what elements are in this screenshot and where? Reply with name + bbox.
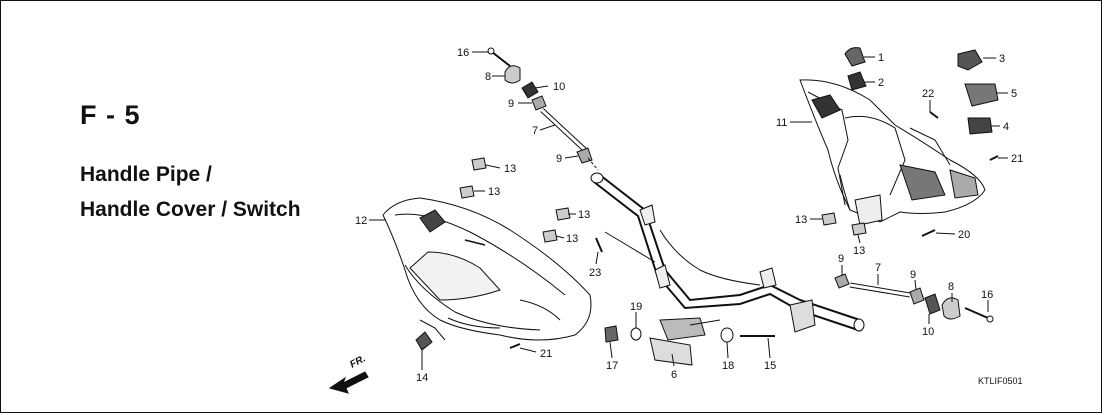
callout-20: 20 (958, 229, 970, 241)
callout-13-d: 13 (566, 233, 578, 245)
callout-18: 18 (722, 360, 734, 372)
callout-16-right: 16 (981, 289, 993, 301)
callout-17: 17 (606, 360, 618, 372)
callout-2: 2 (878, 77, 884, 89)
callout-13-a: 13 (504, 163, 516, 175)
right-side-parts (834, 273, 994, 323)
callout-21-lower: 21 (540, 348, 552, 360)
clips-and-fasteners (415, 111, 999, 351)
callout-6: 6 (671, 369, 677, 381)
leader-lines (369, 51, 1008, 370)
callout-13-f: 13 (853, 245, 865, 257)
front-direction-label: FR. (348, 353, 367, 370)
callout-8-left: 8 (485, 71, 491, 83)
callout-3: 3 (999, 53, 1005, 65)
switch-parts (844, 47, 999, 135)
callout-9-lower-left: 9 (556, 153, 562, 165)
left-side-parts (487, 47, 599, 171)
callout-13-e: 13 (795, 214, 807, 226)
callout-1: 1 (878, 52, 884, 64)
callout-10-right: 10 (922, 326, 934, 338)
diagram-code: KTLIF0501 (978, 376, 1023, 386)
figure-title-line-1: Handle Pipe / (80, 163, 212, 186)
handle-pipe (590, 172, 865, 333)
callout-10-left: 10 (553, 81, 565, 93)
callout-22: 22 (922, 88, 934, 100)
callout-15: 15 (764, 360, 776, 372)
callout-14: 14 (416, 372, 428, 384)
callout-4: 4 (1003, 121, 1009, 133)
figure-code: F - 5 (80, 100, 141, 130)
callout-21-upper: 21 (1011, 153, 1023, 165)
front-handle-cover (382, 197, 592, 341)
callout-7-left: 7 (532, 125, 538, 137)
callout-11: 11 (776, 117, 787, 129)
callout-8-right: 8 (948, 281, 954, 293)
figure-title-line-2: Handle Cover / Switch (80, 198, 301, 221)
callout-9-upper-right: 9 (838, 253, 844, 265)
callout-7-right: 7 (875, 262, 881, 274)
callout-13-c: 13 (578, 209, 590, 221)
stem-bolt (649, 317, 721, 366)
callout-9-upper-left: 9 (508, 98, 514, 110)
callout-19: 19 (630, 301, 642, 313)
callout-9-lower-right: 9 (910, 269, 916, 281)
front-direction-arrow (328, 371, 369, 394)
callout-23: 23 (589, 267, 601, 279)
callout-16-left: 16 (457, 47, 469, 59)
callout-5: 5 (1011, 88, 1017, 100)
rear-handle-cover (799, 79, 986, 226)
callout-13-b: 13 (488, 186, 500, 198)
callout-12: 12 (355, 215, 367, 227)
callout-labels: 16 8 10 9 7 9 13 13 13 13 12 23 14 21 19… (348, 47, 1023, 386)
